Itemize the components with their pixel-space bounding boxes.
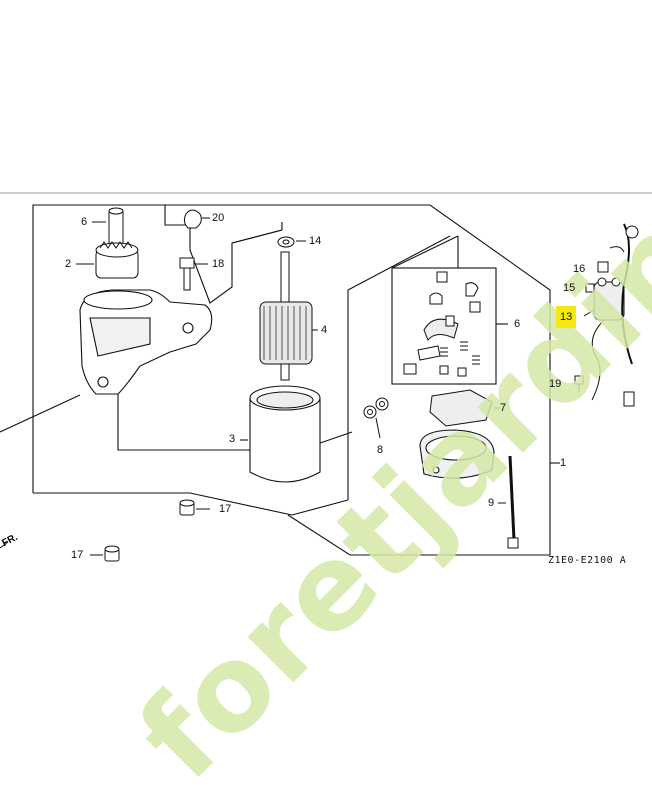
part-14-washer	[277, 236, 306, 248]
part-4-armature	[259, 251, 318, 381]
part-3-yoke	[240, 385, 321, 483]
part-5-pin	[92, 207, 124, 249]
part-19-bolt	[574, 375, 584, 392]
part-13-solenoid	[583, 277, 625, 401]
cable	[609, 223, 639, 407]
reference-code: Z1E0-E2100 A	[548, 555, 627, 566]
part-7-brush-plate	[429, 389, 500, 427]
callout-5[interactable]: 6	[81, 216, 88, 228]
callout-7[interactable]: 7	[500, 402, 507, 414]
part-16-nut	[597, 261, 609, 273]
part-2-pinion-gear	[76, 241, 139, 279]
part-8-nuts	[363, 397, 389, 439]
starter-bracket-housing	[0, 289, 213, 433]
callout-2[interactable]: 2	[65, 258, 72, 270]
callout-20[interactable]: 20	[212, 212, 225, 224]
callout-9[interactable]: 9	[488, 497, 495, 509]
callout-14[interactable]: 14	[309, 235, 322, 247]
callout-17-a[interactable]: 17	[219, 503, 232, 515]
part-18-bolt	[179, 257, 208, 291]
part-15-nut	[585, 283, 595, 293]
callout-3[interactable]: 3	[229, 433, 236, 445]
part-9-through-bolt	[498, 455, 519, 549]
end-cover	[419, 429, 495, 479]
callout-19[interactable]: 19	[549, 378, 562, 390]
callout-18[interactable]: 18	[212, 258, 225, 270]
callout-16[interactable]: 16	[573, 263, 586, 275]
part-6-brush-holder-set	[403, 271, 481, 377]
callout-17-b[interactable]: 17	[71, 549, 84, 561]
fr-arrow-icon	[0, 541, 9, 549]
callout-1[interactable]: 1	[560, 457, 567, 469]
part-17-bushing-b	[90, 545, 120, 562]
callout-6[interactable]: 6	[514, 318, 521, 330]
callout-15[interactable]: 15	[563, 282, 576, 294]
callout-4[interactable]: 4	[321, 324, 328, 336]
part-17-bushing-a	[179, 499, 210, 516]
callout-8[interactable]: 8	[377, 444, 384, 456]
assembly-outline	[32, 204, 560, 556]
part-20-clip	[183, 209, 210, 229]
callout-13-highlighted[interactable]: 13	[556, 306, 577, 328]
